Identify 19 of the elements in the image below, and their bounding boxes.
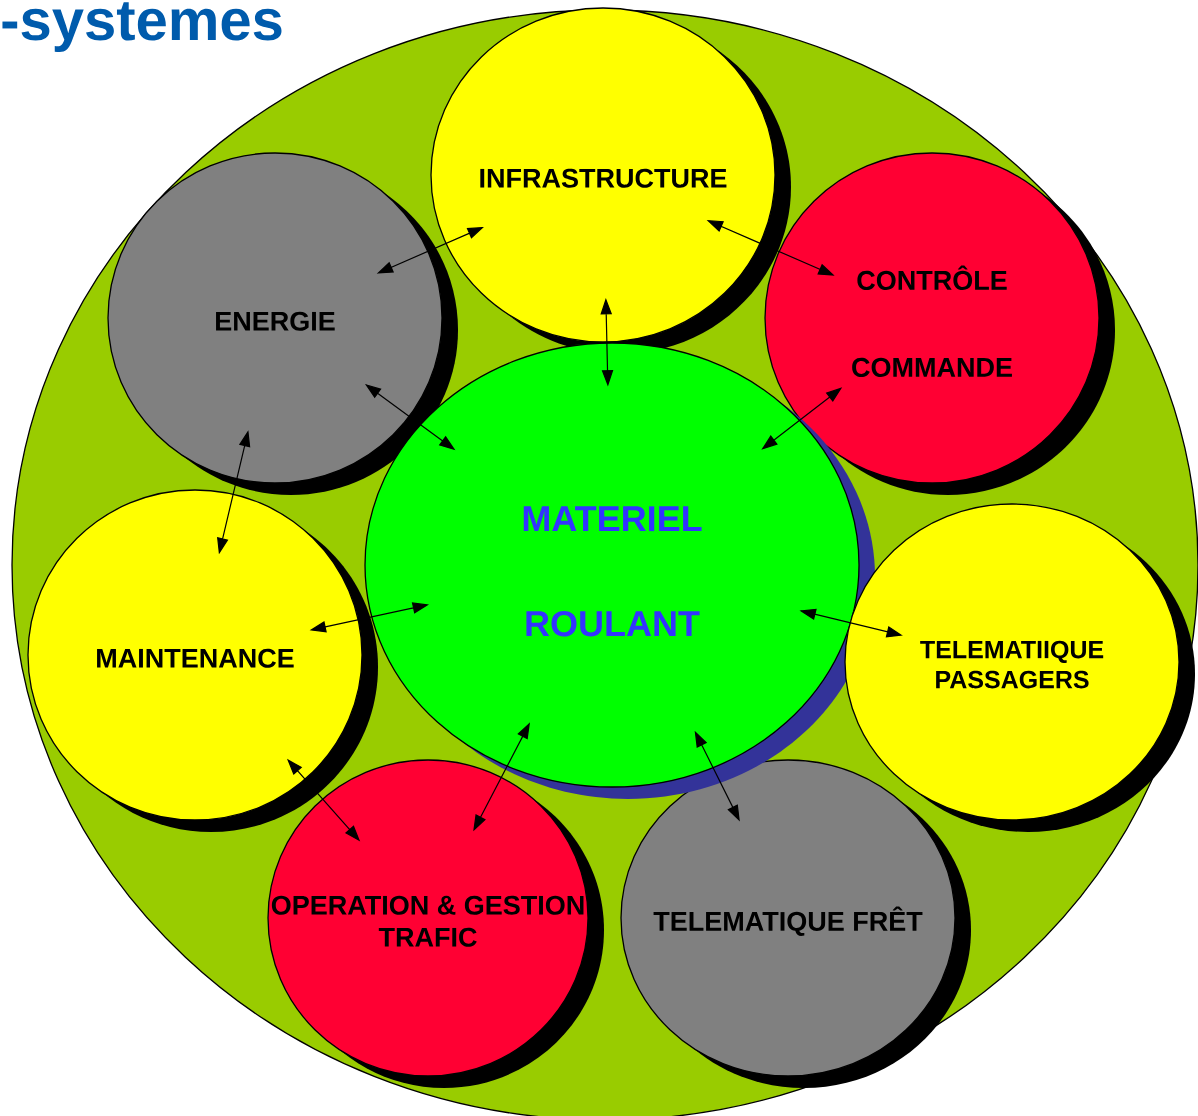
arrow: [365, 384, 455, 450]
circle-node: MAINTENANCE: [27, 489, 378, 832]
arrow: [217, 431, 251, 554]
title: -systemes: [2, 2, 282, 53]
arrow: [762, 387, 842, 450]
circle-node: INFRASTRUCTURE: [430, 7, 791, 354]
arrow: [473, 723, 530, 831]
circle-node: TELEMATIQUE FRÊT: [620, 759, 971, 1088]
arrow: [377, 227, 483, 274]
circle-node: OPERATION & GESTION TRAFIC: [267, 759, 604, 1088]
arrow: [310, 602, 428, 633]
arrow: [600, 299, 614, 386]
arrow: [694, 731, 740, 821]
circle-node: TELEMATIIQUE PASSAGERS: [844, 503, 1195, 832]
circle-node: CONTRÔLE COMMANDE: [764, 152, 1115, 495]
arrow: [707, 220, 834, 276]
arrow: [800, 608, 902, 638]
arrow: [287, 759, 360, 841]
circle-node: ENERGIE: [107, 152, 458, 495]
